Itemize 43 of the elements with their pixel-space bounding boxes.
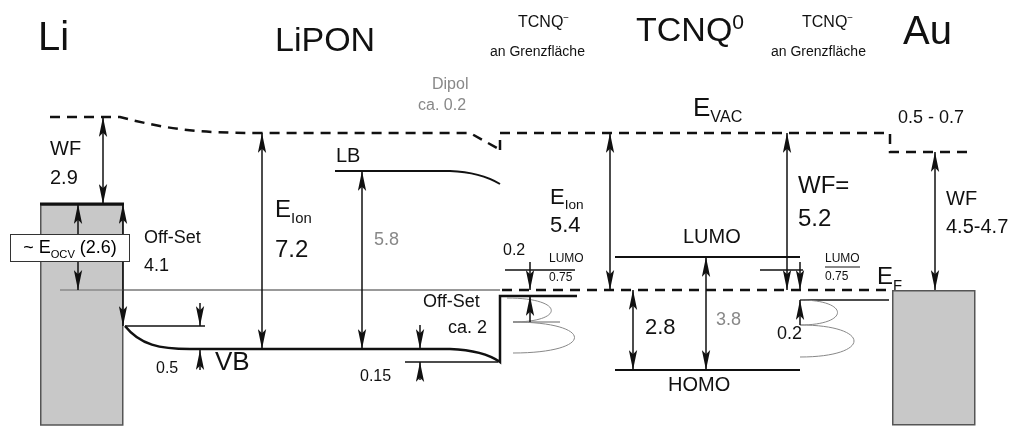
value-label: 7.2 — [275, 237, 309, 261]
value-label: 2.9 — [50, 167, 78, 187]
interface-label: an Grenzfläche — [771, 44, 866, 58]
quantity-label: WF — [946, 188, 978, 208]
interface-label: an Grenzfläche — [490, 44, 585, 58]
material-label: Li — [38, 16, 70, 56]
value-label: 0.2 — [777, 324, 803, 342]
value-label: ca. 0.2 — [418, 97, 467, 113]
dipole-label: Dipol — [432, 76, 469, 92]
level-label: LUMO — [549, 252, 584, 264]
value-label: 5.2 — [798, 206, 832, 230]
level-label: VB — [215, 348, 250, 374]
quantity-label: Off-Set — [423, 292, 480, 310]
level-label: HOMO — [668, 374, 731, 394]
level-label: LUMO — [825, 252, 860, 264]
level-label: E$_{VAC}$ — [693, 94, 743, 120]
value-label: 0.5 - 0.7 — [898, 108, 965, 126]
value-label: 4.1 — [144, 256, 170, 274]
material-label: TCNQ$^{−}$ — [802, 14, 854, 30]
material-label: TCNQ$^{−}$ — [518, 14, 570, 30]
value-label: 0.15 — [360, 368, 392, 384]
material-label: LiPON — [275, 22, 376, 56]
value-label: 0.2 — [503, 242, 526, 258]
level-label: E$_{F}$ — [877, 264, 903, 288]
quantity-label: Off-Set — [144, 228, 201, 246]
level-label: LB — [336, 145, 361, 165]
quantity-label: WF — [50, 138, 82, 158]
value-label: 0.75 — [549, 271, 573, 283]
value-label: 3.8 — [716, 310, 742, 328]
value-label: 2.8 — [645, 316, 676, 338]
quantity-label: WF= — [798, 173, 850, 197]
value-label: 5.4 — [550, 214, 581, 236]
value-label: 5.8 — [374, 230, 400, 248]
value-label: ca. 2 — [448, 318, 488, 336]
value-label: 0.75 — [825, 270, 849, 282]
quantity-label: E$_{Ion}$ — [550, 186, 584, 208]
value-label: 0.5 — [156, 360, 179, 376]
level-label: LUMO — [683, 226, 741, 246]
material-label: TCNQ$^{0}$ — [636, 12, 745, 46]
value-label: 4.5-4.7 — [946, 216, 1009, 236]
material-label: Au — [903, 10, 952, 50]
label-box: ~ E$_{OCV}$ (2.6) — [10, 234, 130, 262]
quantity-label: E$_{Ion}$ — [275, 197, 312, 221]
